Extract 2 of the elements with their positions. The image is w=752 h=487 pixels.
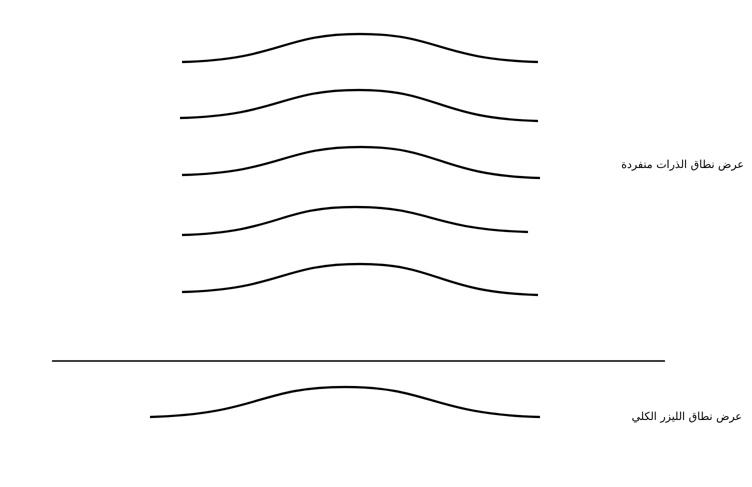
bandwidth-label: عرض نطاق الذرات منفردة <box>621 158 744 171</box>
bandwidth-label: عرض نطاق الليزر الكلي <box>632 410 742 423</box>
